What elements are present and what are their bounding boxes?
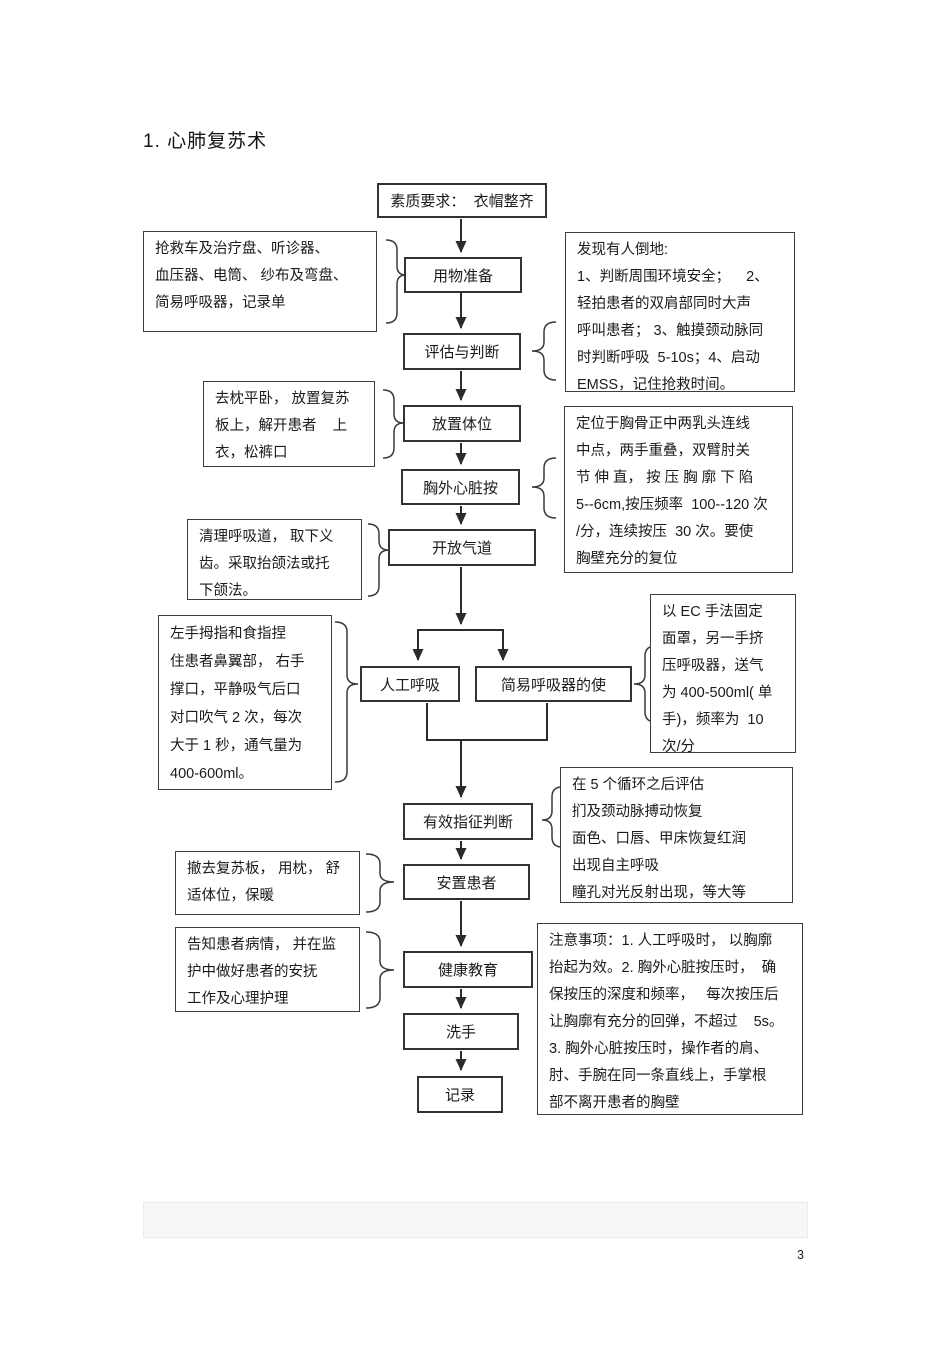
step-quality-requirements: 素质要求： 衣帽整齐 xyxy=(377,183,547,218)
step-settle-patient: 安置患者 xyxy=(403,864,530,900)
step-effectiveness-judgment: 有效指征判断 xyxy=(403,803,533,840)
step-artificial-respiration: 人工呼吸 xyxy=(360,666,460,702)
note-evaluation-detail: 在 5 个循环之后评估 扪及颈动脉搏动恢复 面色、口唇、甲床恢复红润 出现自主呼… xyxy=(560,767,793,903)
page-number: 3 xyxy=(797,1248,804,1262)
page-title: 1. 心肺复苏术 xyxy=(143,131,268,152)
step-assessment: 评估与判断 xyxy=(403,333,521,370)
step-preparation: 用物准备 xyxy=(404,257,522,293)
note-bvm-detail: 以 EC 手法固定 面罩，另一手挤 压呼吸器，送气 为 400-500ml( 单… xyxy=(650,594,796,755)
note-assessment-detail: 发现有人倒地: 1、判断周围环境安全； 2、 轻拍患者的双肩部同时大声 呼叫患者… xyxy=(565,232,795,393)
step-open-airway: 开放气道 xyxy=(388,529,536,566)
step-bag-valve-mask: 简易呼吸器的使 xyxy=(475,666,632,702)
brace-left-settle xyxy=(365,853,395,913)
note-settle-detail: 撤去复苏板， 用枕， 舒 适体位，保暖 xyxy=(175,851,360,915)
brace-left-airway xyxy=(367,523,390,597)
brace-right-evaluation xyxy=(541,786,563,848)
note-precautions: 注意事项：1. 人工呼吸时， 以胸廓 抬起为效。2. 胸外心脏按压时， 确 保按… xyxy=(537,923,803,1115)
step-recording: 记录 xyxy=(417,1076,503,1113)
brace-left-positioning xyxy=(382,389,405,459)
brace-right-assessment xyxy=(531,321,557,381)
brace-right-compression xyxy=(531,457,557,519)
brace-left-education xyxy=(365,931,395,1009)
note-education-detail: 告知患者病情， 并在监 护中做好患者的安抚 工作及心理护理 xyxy=(175,927,360,1012)
step-chest-compression: 胸外心脏按 xyxy=(401,469,520,505)
note-positioning-detail: 去枕平卧， 放置复苏 板上，解开患者 上 衣，松裤口 xyxy=(203,381,375,467)
note-airway-detail: 清理呼吸道， 取下义 齿。采取抬颌法或托 下颌法。 xyxy=(187,519,362,600)
footer-divider-bar xyxy=(143,1202,808,1238)
note-equipment: 抢救车及治疗盘、听诊器、 血压器、电筒、 纱布及弯盘、 简易呼吸器，记录单 xyxy=(143,231,377,332)
step-hand-washing: 洗手 xyxy=(403,1013,519,1050)
step-positioning: 放置体位 xyxy=(403,405,521,442)
note-breathing-detail: 左手拇指和食指捏 住患者鼻翼部， 右手 撑口，平静吸气后口 对口吹气 2 次，每… xyxy=(158,615,332,790)
brace-left-respiration xyxy=(334,621,359,783)
step-health-education: 健康教育 xyxy=(403,951,533,988)
note-compression-detail: 定位于胸骨正中两乳头连线 中点，两手重叠，双臂肘关 节 伸 直， 按 压 胸 廓… xyxy=(564,406,793,573)
brace-left-equipment xyxy=(385,239,407,324)
